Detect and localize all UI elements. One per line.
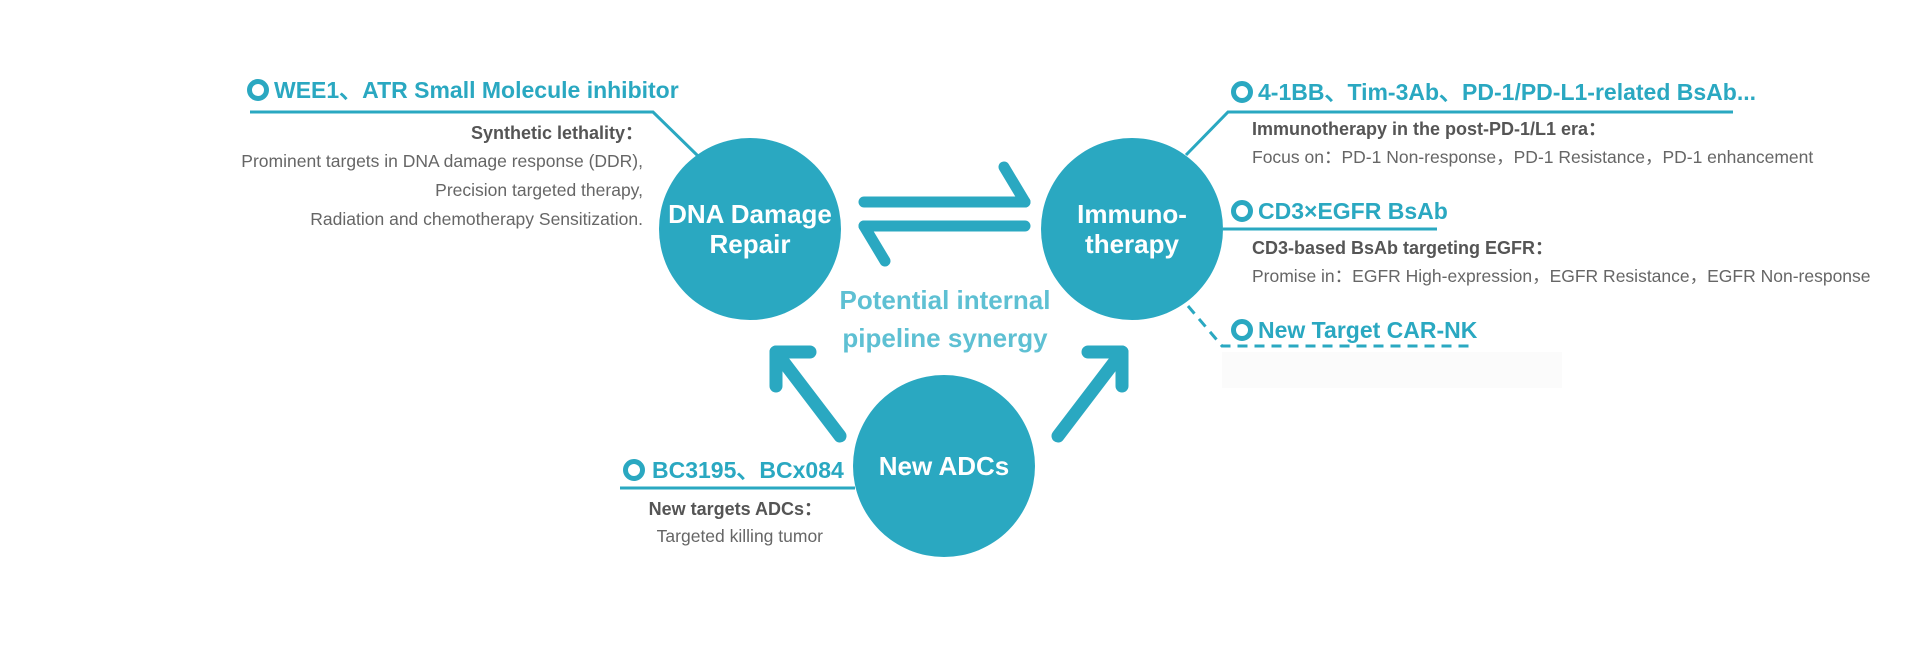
bsab-connector xyxy=(1184,110,1733,157)
adc-to-immuno-arrow-head xyxy=(1081,345,1129,393)
bc3195-heading: New targets ADCs： xyxy=(648,499,822,519)
synergy-line2: pipeline synergy xyxy=(842,323,1048,353)
wee1-connector xyxy=(250,110,700,158)
immuno-label-line1: Immuno- xyxy=(1077,199,1187,229)
dna-label-line2: Repair xyxy=(709,229,791,259)
wee1-line-3: Radiation and chemotherapy Sensitization… xyxy=(310,209,643,229)
adc-to-dna-arrow-shaft xyxy=(769,345,847,443)
wee1-heading: Synthetic lethality： xyxy=(470,123,643,143)
reverse-arrow-barb xyxy=(858,220,891,267)
bsab-bullet xyxy=(1231,81,1253,103)
bc3195-line-1: Targeted killing tumor xyxy=(656,526,823,546)
adc-label-line1: New ADCs xyxy=(878,451,1010,481)
dna-label-line1: DNA Damage xyxy=(668,199,832,229)
dna-circle xyxy=(659,138,841,320)
wee1-line-1: Prominent targets in DNA damage response… xyxy=(241,151,643,171)
synergy-line1: Potential internal xyxy=(839,285,1051,315)
wee1-title: WEE1、ATR Small Molecule inhibitor xyxy=(274,77,679,103)
cd3-line-1: Promise in：EGFR High-expression，EGFR Res… xyxy=(1252,266,1871,286)
immuno-label-line2: therapy xyxy=(1085,229,1179,259)
carnk-title: New Target CAR-NK xyxy=(1258,317,1478,343)
bc3195-title: BC3195、BCx084 xyxy=(652,457,844,483)
dna-circle-label: DNA Damage Repair xyxy=(659,138,841,320)
cd3-title: CD3×EGFR BsAb xyxy=(1258,198,1448,224)
synergy-label: Potential internal pipeline synergy xyxy=(800,281,1090,357)
faint-box xyxy=(1222,352,1562,388)
wee1-line-2: Precision targeted therapy, xyxy=(435,180,643,200)
carnk-connector xyxy=(1186,305,1470,348)
cd3-heading: CD3-based BsAb targeting EGFR： xyxy=(1252,238,1554,258)
adc-to-dna-arrow-head xyxy=(769,345,817,393)
bc3195-bullet xyxy=(623,459,645,481)
bsab-line-1: Focus on：PD-1 Non-response，PD-1 Resistan… xyxy=(1252,147,1814,167)
carnk-bullet xyxy=(1231,319,1253,341)
immuno-circle-label: Immuno- therapy xyxy=(1041,138,1223,320)
immuno-circle xyxy=(1041,138,1223,320)
wee1-bullet xyxy=(247,79,269,101)
bsab-title: 4-1BB、Tim-3Ab、PD-1/PD-L1-related BsAb... xyxy=(1258,79,1756,105)
adc-to-immuno-arrow-shaft xyxy=(1051,345,1129,443)
forward-arrow-barb xyxy=(998,161,1031,208)
wee1-body: Prominent targets in DNA damage response… xyxy=(241,147,643,234)
cd3-bullet xyxy=(1231,200,1253,222)
adc-circle xyxy=(853,375,1035,557)
bsab-heading: Immunotherapy in the post-PD-1/L1 era： xyxy=(1252,119,1607,139)
adc-circle-label: New ADCs xyxy=(853,375,1035,557)
